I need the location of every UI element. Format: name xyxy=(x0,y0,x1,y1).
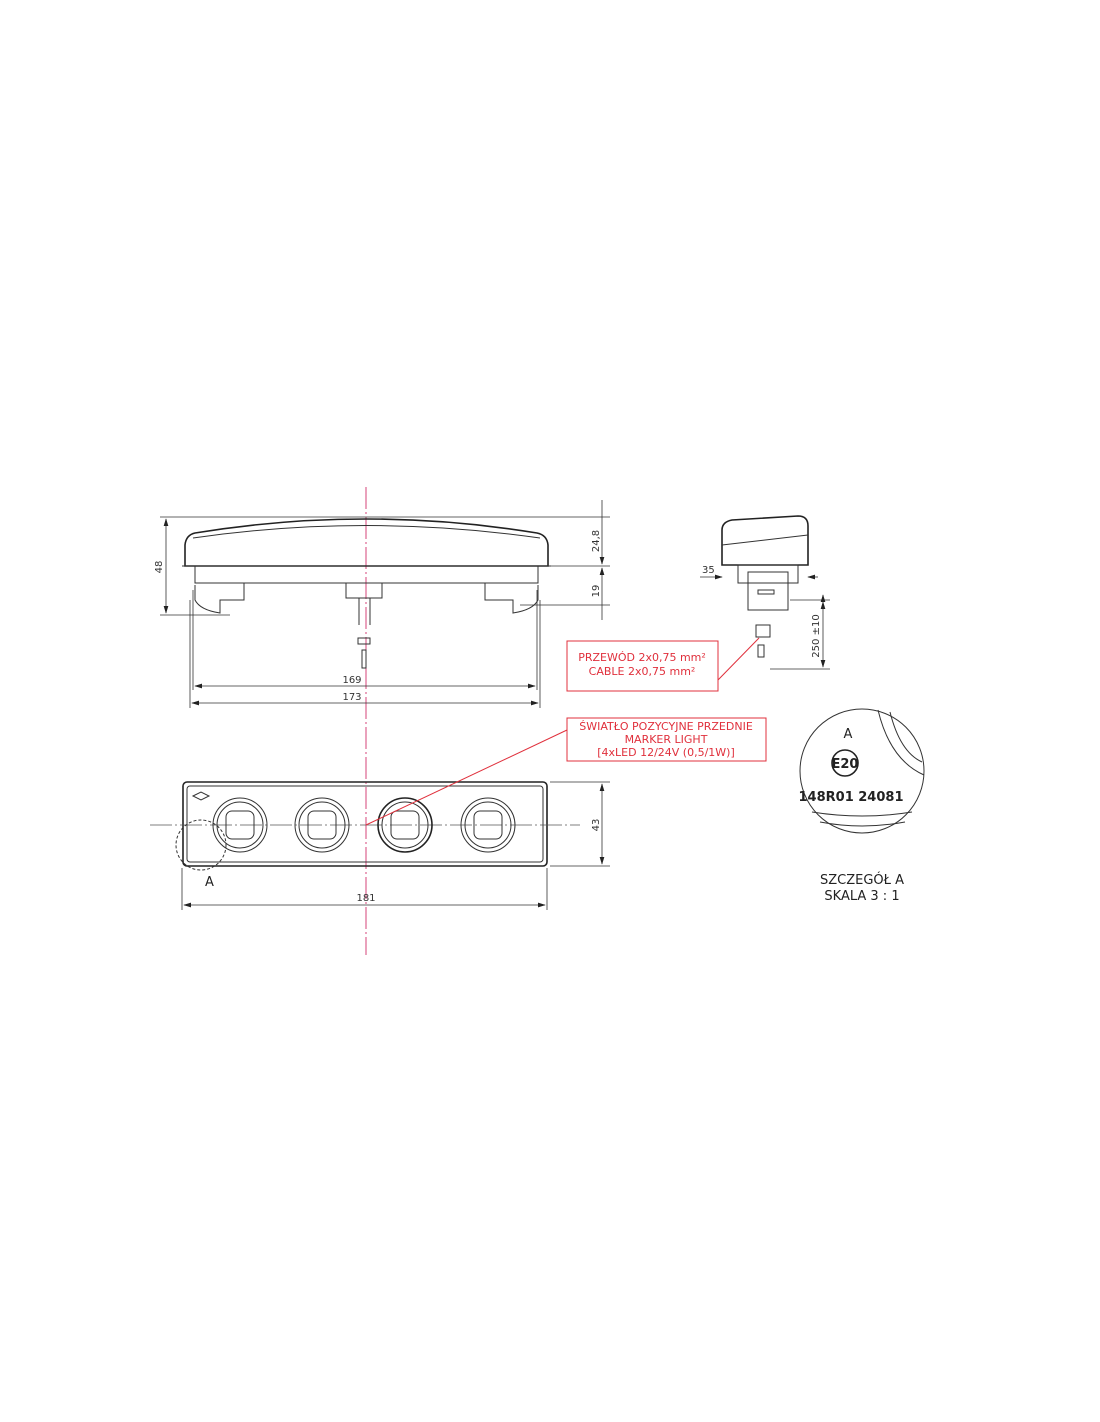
detail-a-callout xyxy=(175,819,227,871)
light-label-pl: ŚWIATŁO POZYCYJNE PRZEDNIE xyxy=(579,720,753,733)
front-view-dimensions: 43 181 xyxy=(181,781,610,910)
light-label-en: MARKER LIGHT xyxy=(625,733,708,746)
dim-height-total: 48 xyxy=(154,561,165,574)
dim-width-inner: 169 xyxy=(342,675,361,686)
dim-height-upper: 24,8 xyxy=(591,530,602,552)
led-1 xyxy=(212,797,268,853)
approval-mark: E20 xyxy=(832,757,859,772)
detail-title: SZCZEGÓŁ A xyxy=(820,872,904,888)
dim-cable-length: 250 ±10 xyxy=(811,614,822,657)
side-view-dimensions: 48 24,8 19 169 173 xyxy=(154,500,610,708)
led-2 xyxy=(294,797,350,853)
front-view: A xyxy=(150,781,580,890)
detail-a-marker: A xyxy=(844,727,853,742)
dim-height-lower: 19 xyxy=(591,585,602,598)
dim-side-depth: 35 xyxy=(702,565,715,576)
dim-width-outer: 173 xyxy=(342,692,361,703)
cable-annotation: PRZEWÓD 2x0,75 mm² CABLE 2x0,75 mm² xyxy=(566,637,760,692)
brand-logo-icon xyxy=(191,791,211,801)
side-view xyxy=(182,518,551,669)
dim-front-height: 43 xyxy=(591,819,602,832)
e-mark-icon xyxy=(831,749,859,777)
detail-marker: A xyxy=(205,875,214,890)
cable-label-pl: PRZEWÓD 2x0,75 mm² xyxy=(578,651,706,664)
detail-a: A E20 148R01 24081 SZCZEGÓŁ A SKALA 3 : … xyxy=(799,708,925,904)
light-label-spec: [4xLED 12/24V (0,5/1W)] xyxy=(597,746,735,759)
cable-label-en: CABLE 2x0,75 mm² xyxy=(589,665,696,678)
detail-scale: SKALA 3 : 1 xyxy=(824,889,899,904)
dim-front-width: 181 xyxy=(356,893,375,904)
end-view: 35 250 ±10 xyxy=(700,515,830,670)
led-3 xyxy=(377,797,433,853)
led-4 xyxy=(460,797,516,853)
light-annotation: ŚWIATŁO POZYCYJNE PRZEDNIE MARKER LIGHT … xyxy=(365,717,767,826)
approval-number: 148R01 24081 xyxy=(799,790,904,805)
